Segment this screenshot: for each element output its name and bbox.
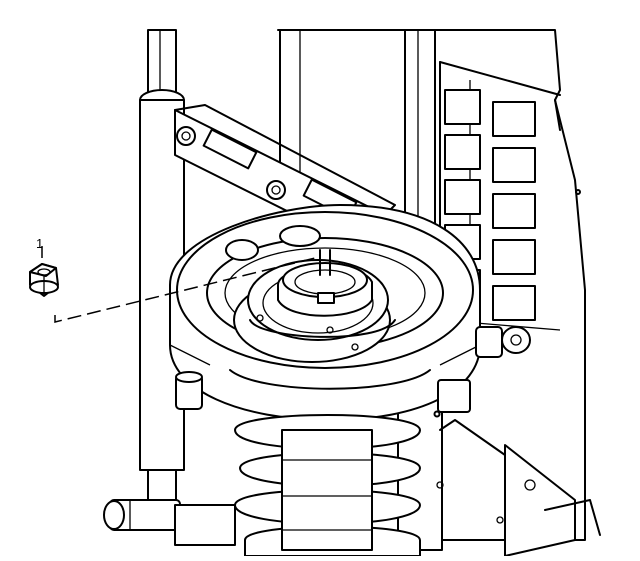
front-tab xyxy=(437,379,471,413)
spring-compressor-nut xyxy=(29,263,59,297)
side-knob-left xyxy=(175,371,203,410)
lower-left-clamp xyxy=(103,499,236,546)
side-knob-right xyxy=(475,326,531,358)
lower-base-bracket xyxy=(436,419,601,557)
coil-spring xyxy=(234,414,421,557)
callout-leader-line xyxy=(41,246,316,323)
callout-label-1: 1 xyxy=(36,236,44,251)
strut-upper-mount xyxy=(233,249,396,363)
